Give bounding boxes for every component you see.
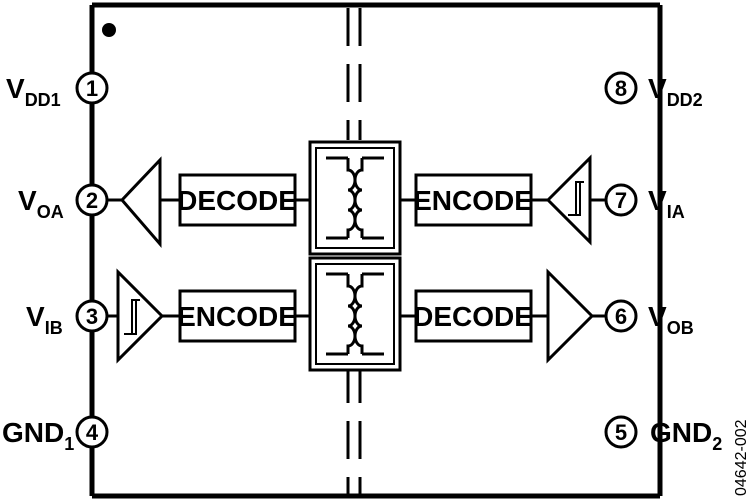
pin-number: 6 xyxy=(615,304,627,329)
pin-5: 5 xyxy=(604,415,638,449)
channel-a-input-schmitt-buffer xyxy=(545,154,592,246)
channel-b-encode-block xyxy=(178,289,297,343)
pin-4: 4 xyxy=(75,415,109,449)
pin-3: 3 xyxy=(75,299,109,333)
channel-a-encode-label: ENCODE xyxy=(413,185,533,216)
pin-3-label: VIB xyxy=(26,301,63,338)
pin-7-label: VIA xyxy=(648,185,685,222)
channel-b-decode-label: DECODE xyxy=(413,301,533,332)
channel-a-decode-label: DECODE xyxy=(177,185,297,216)
channel-a-decode-block xyxy=(178,173,297,227)
channel-b-output-buffer xyxy=(546,268,595,364)
isolation-barrier xyxy=(346,8,362,494)
pin-number: 1 xyxy=(86,76,98,101)
channel-a-output-buffer xyxy=(119,156,162,249)
schmitt-symbol xyxy=(572,182,581,216)
pin-number: 3 xyxy=(86,304,98,329)
pin-circle xyxy=(75,415,109,449)
pin-6-label: VOB xyxy=(648,301,694,338)
pin1-indicator-dot xyxy=(102,23,116,37)
pin-number: 2 xyxy=(86,188,98,213)
pin-number: 8 xyxy=(615,76,627,101)
pin-1: 1 xyxy=(75,71,109,105)
transformer-b-inner xyxy=(315,263,395,365)
channel-b-decode-block xyxy=(414,289,533,343)
coil-secondary xyxy=(353,158,364,238)
pin-circle xyxy=(604,71,638,105)
pin-4-label: GND1 xyxy=(2,417,74,454)
pin-2: 2 xyxy=(75,183,109,217)
pin-2-label: VOA xyxy=(18,185,64,222)
pin-6: 6 xyxy=(604,299,638,333)
pin-number: 4 xyxy=(86,420,99,445)
pin-7: 7 xyxy=(604,183,638,217)
transformer-a xyxy=(308,140,402,256)
pin-number: 7 xyxy=(615,188,627,213)
pin-1-label: VDD1 xyxy=(6,73,61,110)
transformer-a-inner xyxy=(315,147,395,249)
pin-circle xyxy=(75,71,109,105)
coil-secondary xyxy=(353,274,364,354)
pin-number: 5 xyxy=(615,420,627,445)
channel-b-input-schmitt-buffer xyxy=(116,268,165,364)
schmitt-symbol xyxy=(128,300,137,335)
transformer-b xyxy=(308,256,402,372)
channel-b-encode-label: ENCODE xyxy=(177,301,297,332)
figure-id: 04642-002 xyxy=(733,419,750,496)
pin-8-label: VDD2 xyxy=(648,73,703,110)
pin-circle xyxy=(604,415,638,449)
pin-8: 8 xyxy=(604,71,638,105)
pin-5-label: GND2 xyxy=(650,417,722,454)
